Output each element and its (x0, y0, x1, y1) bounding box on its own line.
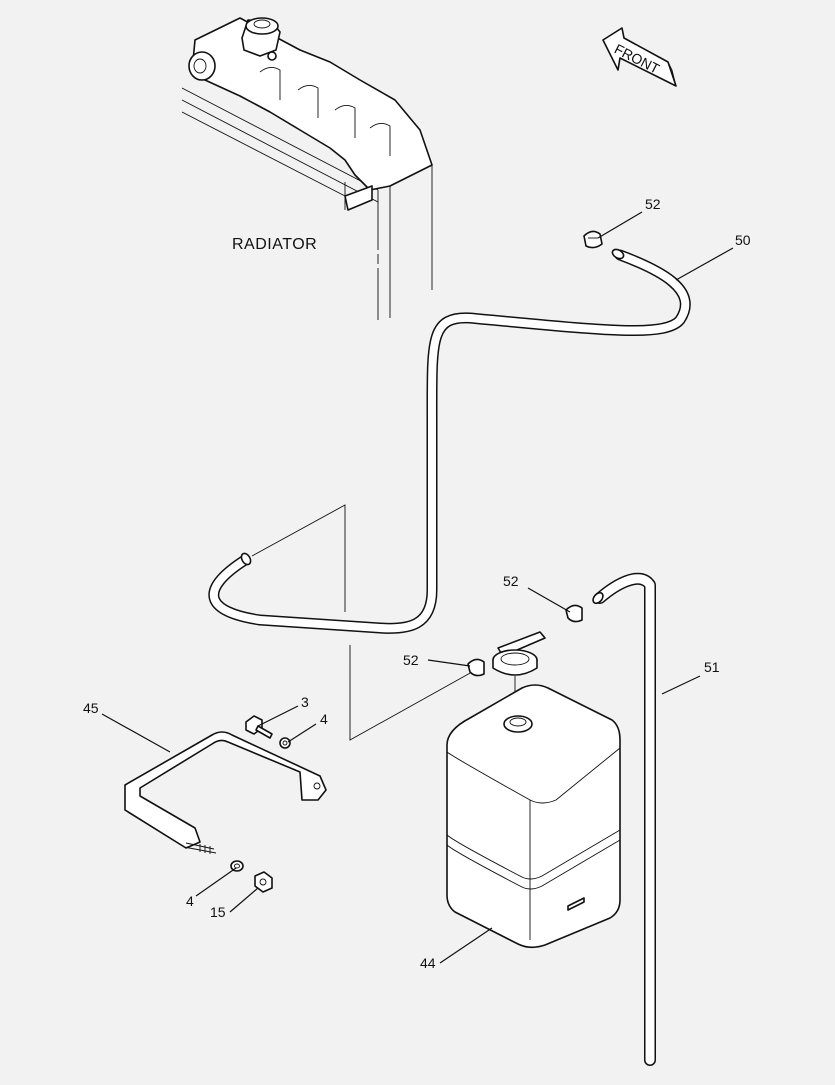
washer-4-upper (279, 737, 291, 749)
front-arrow-icon: FRONT (602, 27, 677, 87)
callout-52-right: 52 (503, 573, 519, 589)
hose-51 (592, 572, 656, 1066)
callout-51: 51 (704, 659, 720, 675)
callout-4-upper: 4 (320, 711, 328, 727)
callout-45: 45 (83, 700, 99, 716)
stud-bolt (183, 842, 217, 854)
radiator (181, 17, 433, 320)
radiator-label: RADIATOR (232, 236, 317, 253)
callout-44: 44 (420, 955, 436, 971)
leader-lines (101, 211, 734, 964)
callout-15: 15 (210, 904, 226, 920)
callout-4-lower: 4 (186, 893, 194, 909)
hose-50 (208, 248, 691, 634)
bracket-45 (124, 731, 327, 849)
callout-52-left: 52 (403, 652, 419, 668)
bolt-3 (245, 715, 273, 739)
callout-3: 3 (301, 694, 309, 710)
tank-cap (492, 631, 546, 712)
clamp-52-left (467, 658, 485, 677)
callouts: 52 50 52 52 51 45 3 4 4 15 44 (83, 196, 751, 971)
washer-4-lower (230, 860, 244, 872)
clamp-52-right (565, 604, 583, 623)
reservoir-tank-44 (446, 684, 621, 949)
clamp-52-top (583, 230, 603, 249)
nut-15 (254, 871, 273, 893)
callout-50: 50 (735, 232, 751, 248)
callout-52-top: 52 (645, 196, 661, 212)
